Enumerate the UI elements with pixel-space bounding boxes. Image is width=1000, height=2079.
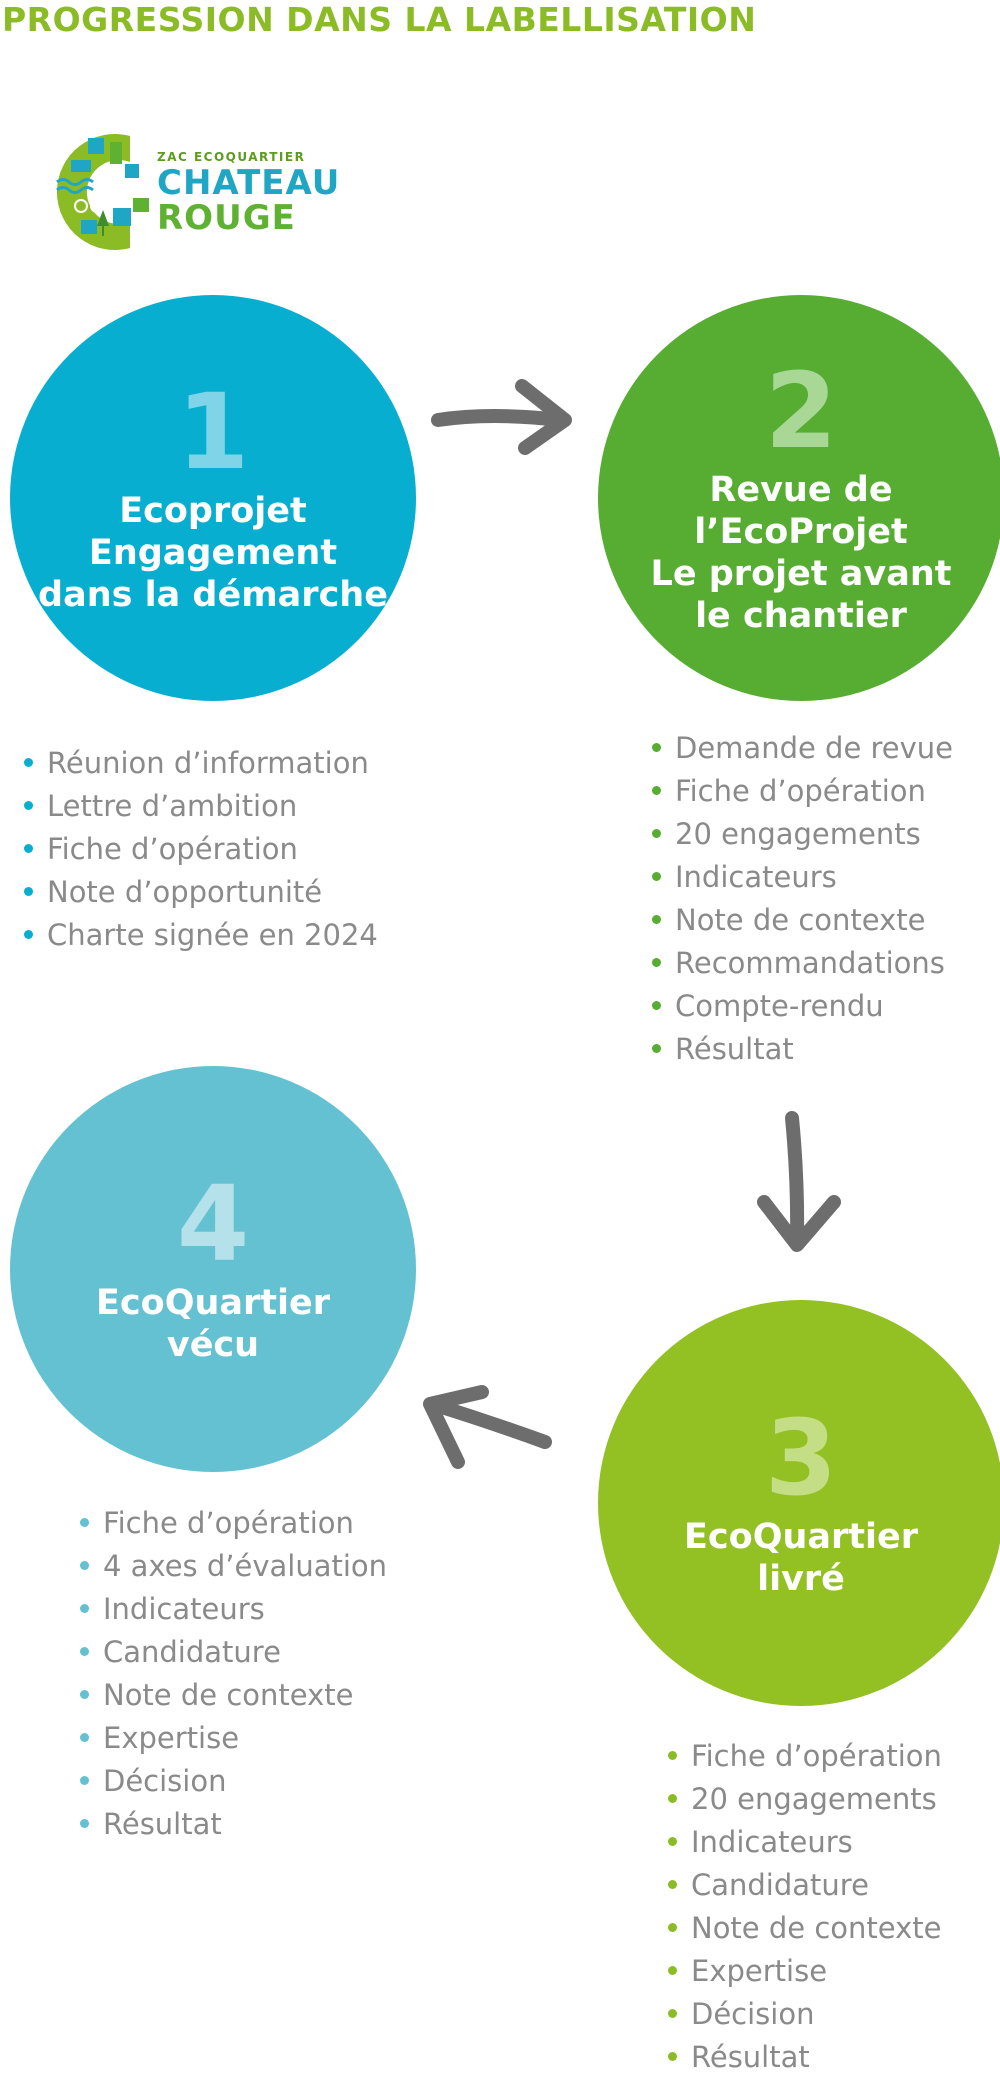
bullet-dot [668,1836,677,1846]
step-1-circle: 1 Ecoprojet Engagement dans la démarche [10,295,416,701]
bullet-dot [80,1646,89,1656]
list-item: Décision [80,1760,387,1803]
list-item: Candidature [80,1631,387,1674]
bullet-dot [24,800,33,810]
arrow-right-icon [431,379,572,455]
bullet-dot [24,757,33,767]
arrow-left-icon [423,1385,552,1469]
bullet-dot [652,914,661,924]
bullet-dot [80,1560,89,1570]
list-item: Expertise [80,1717,387,1760]
bullet-dot [668,1965,677,1975]
step-1-label: Ecoprojet Engagement dans la démarche [38,490,388,616]
list-item: Note de contexte [668,1907,942,1950]
step-1-label-line: Ecoprojet [119,491,307,531]
step-4-label: EcoQuartier vécu [96,1282,330,1366]
list-item: Fiche d’opération [24,828,378,871]
list-item: Demande de revue [652,727,953,770]
step-4-circle: 4 EcoQuartier vécu [10,1066,416,1472]
step-1-label-line: dans la démarche [38,575,388,615]
step-2-number: 2 [764,350,838,472]
list-item: Compte-rendu [652,985,953,1028]
list-item: Expertise [668,1950,942,1993]
list-item: 20 engagements [668,1778,942,1821]
bullet-dot [80,1689,89,1699]
list-item: Candidature [668,1864,942,1907]
bullet-dot [80,1818,89,1828]
chateau-rouge-logo [56,134,149,250]
step-3-circle: 3 EcoQuartier livré [598,1300,1000,1706]
page-title: PROGRESSION DANS LA LABELLISATION [2,0,757,39]
bullet-dot [652,1043,661,1053]
bullet-dot [668,1879,677,1889]
bullet-dot [80,1775,89,1785]
step-2-circle: 2 Revue de l’EcoProjet Le projet avant l… [598,295,1000,701]
arrow-down-icon [757,1111,841,1252]
list-item: Décision [668,1993,942,2036]
step-2-label-line: Revue de [709,470,893,510]
list-item: 20 engagements [652,813,953,856]
bullet-dot [652,828,661,838]
bullet-dot [652,742,661,752]
list-item: Réunion d’information [24,742,378,785]
step-4-label-line: EcoQuartier [96,1283,330,1323]
list-item: Indicateurs [668,1821,942,1864]
step-3-label-line: livré [757,1559,845,1599]
step-3-label-line: EcoQuartier [684,1517,918,1557]
logo-name-line1: CHATEAU [157,163,341,203]
step-3-list: Fiche d’opération 20 engagements Indicat… [668,1735,942,2079]
bullet-dot [80,1732,89,1742]
list-item: Recommandations [652,942,953,985]
list-item: 4 axes d’évaluation [80,1545,387,1588]
step-1-label-line: Engagement [88,533,338,573]
list-item: Résultat [652,1028,953,1071]
logo-name-line2: ROUGE [157,198,296,238]
step-4-number: 4 [176,1163,250,1285]
bullet-dot [80,1517,89,1527]
step-2-label-line: Le projet avant [650,554,952,594]
step-2-list: Demande de revue Fiche d’opération 20 en… [652,727,953,1071]
bullet-dot [652,957,661,967]
step-2-label: Revue de l’EcoProjet Le projet avant le … [651,469,952,637]
list-item: Fiche d’opération [80,1502,387,1545]
bullet-dot [652,871,661,881]
list-item: Lettre d’ambition [24,785,378,828]
step-3-label: EcoQuartier livré [684,1516,918,1600]
bullet-dot [652,1000,661,1010]
step-4-list: Fiche d’opération 4 axes d’évaluation In… [80,1502,387,1846]
bullet-dot [652,785,661,795]
bullet-dot [80,1603,89,1613]
list-item: Indicateurs [652,856,953,899]
step-2-label-line: l’EcoProjet [694,512,908,552]
list-item: Fiche d’opération [652,770,953,813]
list-item: Fiche d’opération [668,1735,942,1778]
bullet-dot [668,1793,677,1803]
list-item: Note de contexte [80,1674,387,1717]
bullet-dot [668,2051,677,2061]
list-item: Résultat [80,1803,387,1846]
bullet-dot [24,843,33,853]
bullet-dot [668,1922,677,1932]
list-item: Charte signée en 2024 [24,914,378,957]
list-item: Note d’opportunité [24,871,378,914]
step-2-label-line: le chantier [695,596,907,636]
list-item: Note de contexte [652,899,953,942]
step-4-label-line: vécu [166,1325,260,1365]
bullet-dot [24,886,33,896]
list-item: Résultat [668,2036,942,2079]
bullet-dot [668,2008,677,2018]
bullet-dot [668,1750,677,1760]
step-3-number: 3 [764,1397,838,1519]
step-1-list: Réunion d’information Lettre d’ambition … [24,742,378,957]
step-1-number: 1 [176,371,250,493]
logo-subtitle: ZAC ECOQUARTIER [157,150,306,164]
bullet-dot [24,929,33,939]
list-item: Indicateurs [80,1588,387,1631]
